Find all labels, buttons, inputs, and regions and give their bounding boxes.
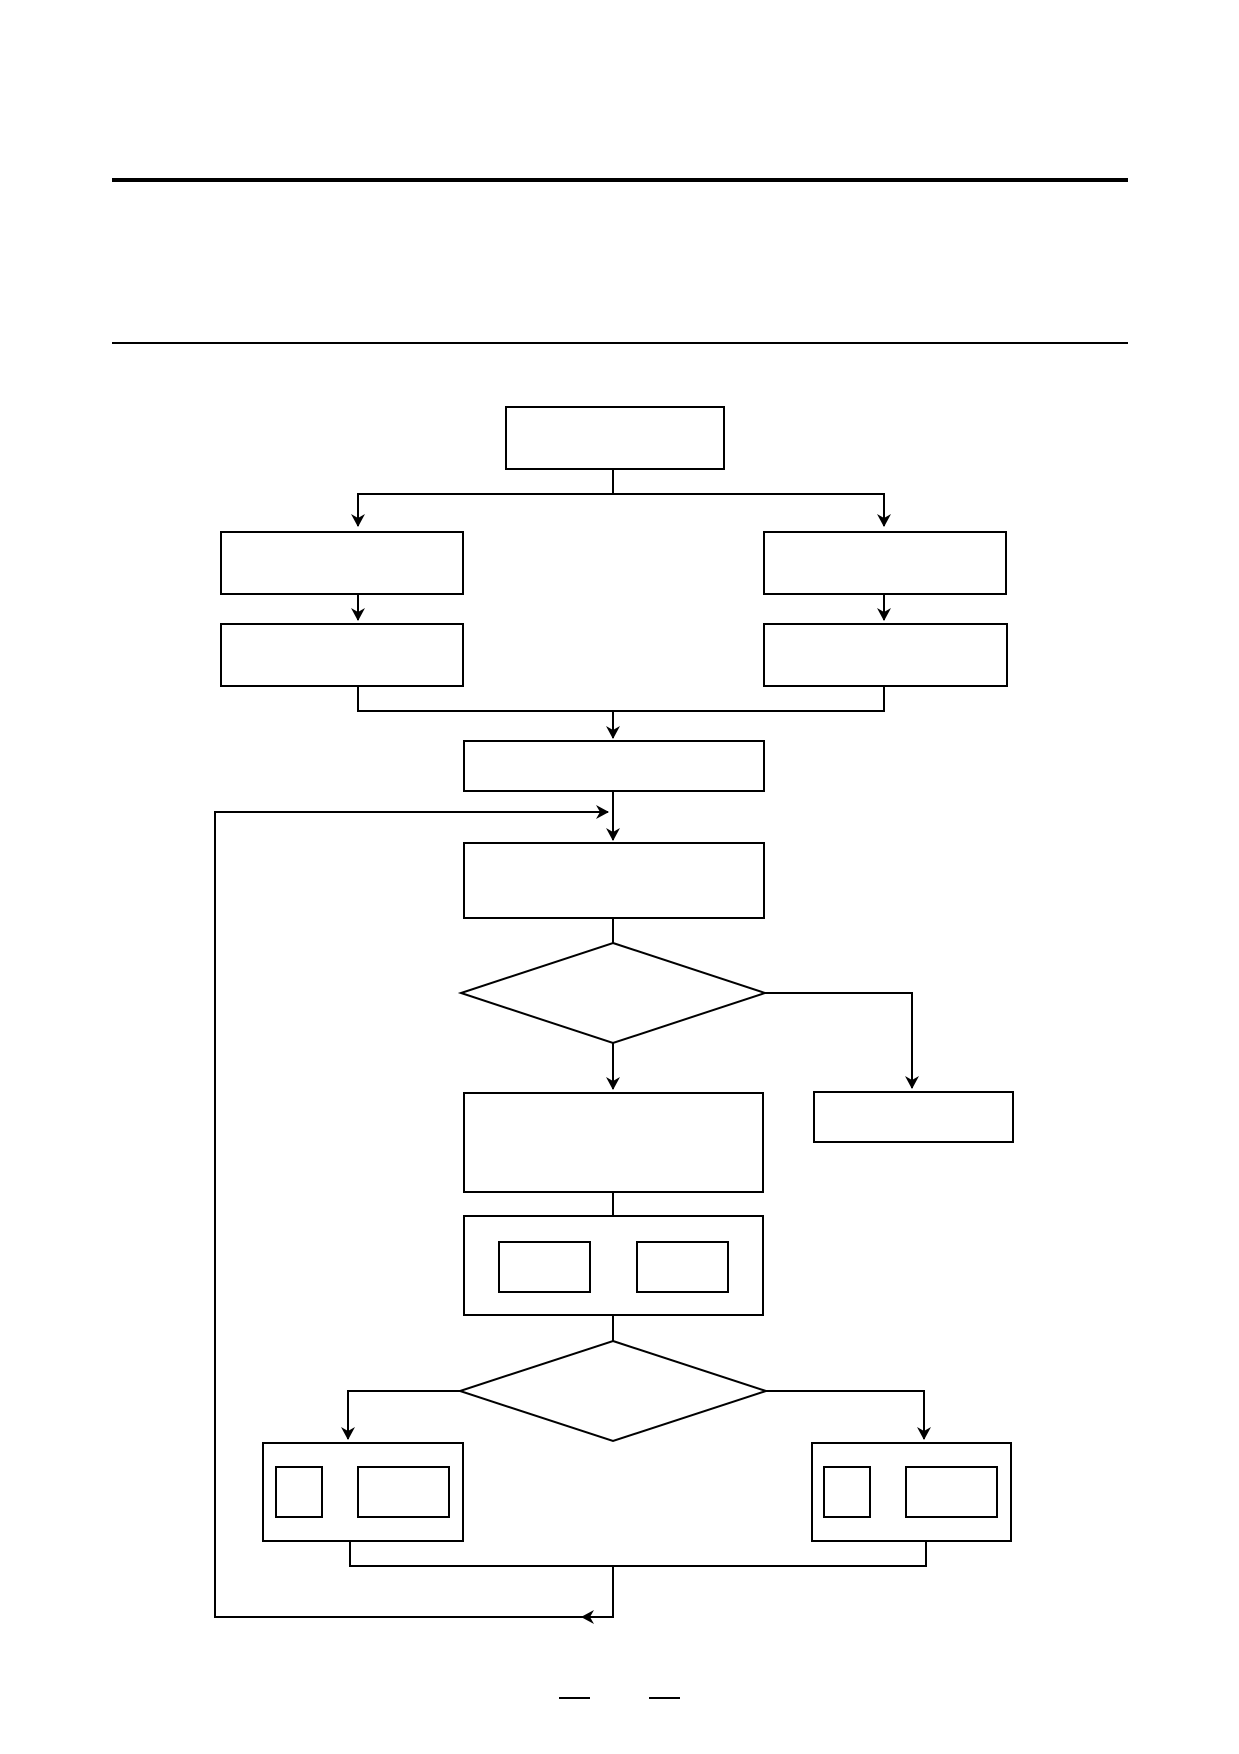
flow-node-start xyxy=(505,406,725,470)
flow-node-loop-process xyxy=(463,842,765,919)
connector-right-merge xyxy=(613,686,885,712)
flow-node-right-result xyxy=(811,1442,1012,1542)
flow-subnode-compound-left xyxy=(498,1241,591,1293)
flow-subnode-compound-right xyxy=(636,1241,729,1293)
flow-subnode-left-result-small xyxy=(275,1466,323,1518)
connector-decision-2-right xyxy=(766,1390,931,1440)
connector-left-merge xyxy=(357,686,613,712)
flow-node-left-branch-2 xyxy=(220,623,464,687)
connector-decision-1-right xyxy=(765,992,919,1089)
flow-node-compound-step xyxy=(463,1215,764,1316)
flow-node-left-branch-1 xyxy=(220,531,464,595)
connector-loop-back xyxy=(214,805,609,1618)
flow-node-decision-1 xyxy=(457,941,769,1045)
flow-subnode-right-result-small xyxy=(823,1466,871,1518)
connector-left-result-join xyxy=(349,1541,613,1567)
flow-node-decision-2 xyxy=(456,1339,770,1443)
flow-node-exit-step xyxy=(813,1091,1014,1143)
flow-node-process-step xyxy=(463,1092,764,1193)
flow-node-right-branch-2 xyxy=(763,623,1008,687)
connector-start-left xyxy=(351,493,613,527)
connector-decision-2-left xyxy=(341,1390,460,1440)
flow-node-merge-step xyxy=(463,740,765,792)
connector-join-down xyxy=(581,1566,614,1624)
flow-node-right-branch-1 xyxy=(763,531,1007,595)
flow-subnode-left-result-large xyxy=(357,1466,450,1518)
flow-node-left-result xyxy=(262,1442,464,1542)
flow-subnode-right-result-large xyxy=(905,1466,998,1518)
connector-right-result-join xyxy=(613,1541,927,1567)
connector-start-right xyxy=(613,493,891,527)
